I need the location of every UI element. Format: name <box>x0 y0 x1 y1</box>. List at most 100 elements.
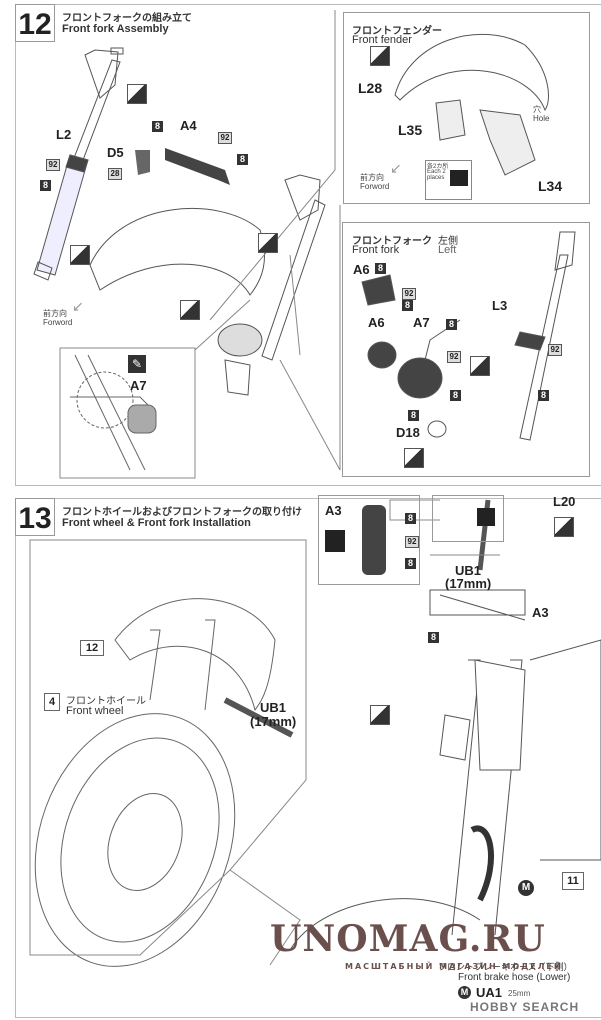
watermark-main: UNOMAG.RU <box>270 918 546 960</box>
paint-code: 92 <box>548 344 562 356</box>
paint-code: 92 <box>405 536 419 548</box>
cement-icon <box>325 530 345 552</box>
paint-code: 8 <box>538 390 549 401</box>
bolt-size-right: (17mm) <box>445 576 492 591</box>
fender-forward-en: Forword <box>360 182 390 191</box>
paint-brush-icon: ✎ <box>128 355 146 373</box>
glue-icon <box>70 245 90 265</box>
front-fork-left-drawing <box>361 231 576 441</box>
paint-code: 8 <box>405 513 416 524</box>
step-12-frame <box>15 4 601 486</box>
hose-marker-m: M <box>518 880 534 896</box>
step-13-number: 13 <box>15 498 55 536</box>
forward-arrow-label-jp: 前方向 <box>43 309 67 318</box>
fender-drawing <box>89 207 266 296</box>
hose-length: 25mm <box>508 989 531 998</box>
part-label-l2: L2 <box>56 127 72 142</box>
a3-detail-box <box>318 495 420 585</box>
front-fender-box <box>343 12 590 204</box>
part-label-a6: A6 <box>353 262 370 277</box>
part-label-l35: L35 <box>398 122 423 138</box>
hose-part-ua1: UA1 <box>476 985 503 1000</box>
hose-label-jp: フロントブレーキホース（下側） <box>438 963 573 973</box>
hose-marker-m-legend: M <box>458 986 471 999</box>
wheel-step-ref-4: 4 <box>44 693 60 711</box>
glue-icon <box>404 448 424 468</box>
glue-icon <box>370 46 390 66</box>
step-12-title-jp: フロントフォークの組み立て <box>62 13 192 24</box>
front-fork-title-jp: フロントフォーク <box>352 236 432 247</box>
hole-label-jp: 穴 <box>533 105 541 114</box>
paint-code: 8 <box>450 390 461 401</box>
paint-code: 8 <box>408 410 419 421</box>
watermark-corner: HOBBY SEARCH <box>470 1000 580 1014</box>
part-label-a7: A7 <box>413 315 430 330</box>
front-fender-title-en: Front fender <box>352 34 412 46</box>
wheel-label-en: Front wheel <box>66 705 124 717</box>
forward-arrow-label-en: Forword <box>43 318 73 327</box>
fender-forward-jp: 前方向 <box>360 173 384 182</box>
part-label-a3: A3 <box>532 605 549 620</box>
part-label-l3: L3 <box>492 298 508 313</box>
hole-label-en: Hole <box>533 114 550 123</box>
step-13-fork-drawing <box>289 499 601 951</box>
paint-code: 8 <box>40 180 51 191</box>
glue-icon <box>180 300 200 320</box>
paint-code: 92 <box>447 351 461 363</box>
paint-code: 8 <box>446 319 457 330</box>
glue-icon <box>127 84 147 104</box>
part-label-a4: A4 <box>180 118 197 133</box>
step-12-title-en: Front fork Assembly <box>62 23 169 35</box>
step-13-title-jp: フロントホイールおよびフロントフォークの取り付け <box>62 507 302 518</box>
paint-code: 8 <box>402 300 413 311</box>
cement-icon <box>450 170 468 186</box>
paint-code: 8 <box>375 263 386 274</box>
step-13-wheel-drawing <box>34 598 294 967</box>
cement-icon <box>477 508 495 526</box>
fork-right-drawing <box>217 174 326 396</box>
paint-code: 28 <box>108 168 122 180</box>
paint-code: 92 <box>46 159 60 171</box>
paint-code: 8 <box>152 121 163 132</box>
paint-code: 92 <box>402 288 416 300</box>
front-fender-title-jp: フロントフェンダー <box>352 26 442 37</box>
glue-icon <box>370 705 390 725</box>
bolt-size: (17mm) <box>250 714 297 729</box>
part-label-l34: L34 <box>538 178 563 194</box>
glue-icon <box>470 356 490 376</box>
step-13-frame <box>15 498 601 1018</box>
paint-code: 8 <box>405 558 416 569</box>
part-label-l20: L20 <box>553 494 576 509</box>
part-a4-drawing <box>165 148 230 185</box>
part-label-d5: D5 <box>107 145 124 160</box>
part-label-d18: D18 <box>396 425 420 440</box>
each-places-label-jp: 各2カ所 <box>427 164 449 170</box>
step-13-title-en: Front wheel & Front fork Installation <box>62 517 251 529</box>
detail-label-a7: A7 <box>130 378 147 393</box>
step-12-number: 12 <box>15 4 55 42</box>
part-label-a3-detail: A3 <box>325 503 342 518</box>
bolt-label-ub1: UB1 <box>260 700 287 715</box>
a3-part-shape <box>362 505 386 575</box>
part-label-l28: L28 <box>358 80 383 96</box>
sub-step-ref-12: 12 <box>80 640 104 656</box>
part-d5-drawing <box>135 150 150 175</box>
glue-icon <box>554 517 574 537</box>
fork-l2-drawing <box>33 47 124 281</box>
front-fork-title-en: Front fork <box>352 244 400 256</box>
forward-arrow-icon: ↙ <box>390 160 402 176</box>
watermark-sub: МАСШТАБНЫЙ МАГАЗИН МОДЕЛЕЙ <box>345 962 563 971</box>
bolt-label-ub1-right: UB1 <box>455 563 482 578</box>
front-fender-drawing <box>394 33 549 176</box>
engine-step-ref-11: 11 <box>562 872 584 890</box>
l20-detail-box <box>432 495 504 542</box>
wheel-label-jp: フロントホイール <box>66 696 146 707</box>
detail-fork-drawing <box>70 354 157 471</box>
part-label-a6: A6 <box>368 315 385 330</box>
paint-code: 92 <box>218 132 232 144</box>
paint-code: 8 <box>237 154 248 165</box>
hose-label-en: Front brake hose (Lower) <box>458 972 571 983</box>
each-places-label-en: Each 2 places <box>427 169 446 181</box>
paint-code: 8 <box>428 632 439 643</box>
